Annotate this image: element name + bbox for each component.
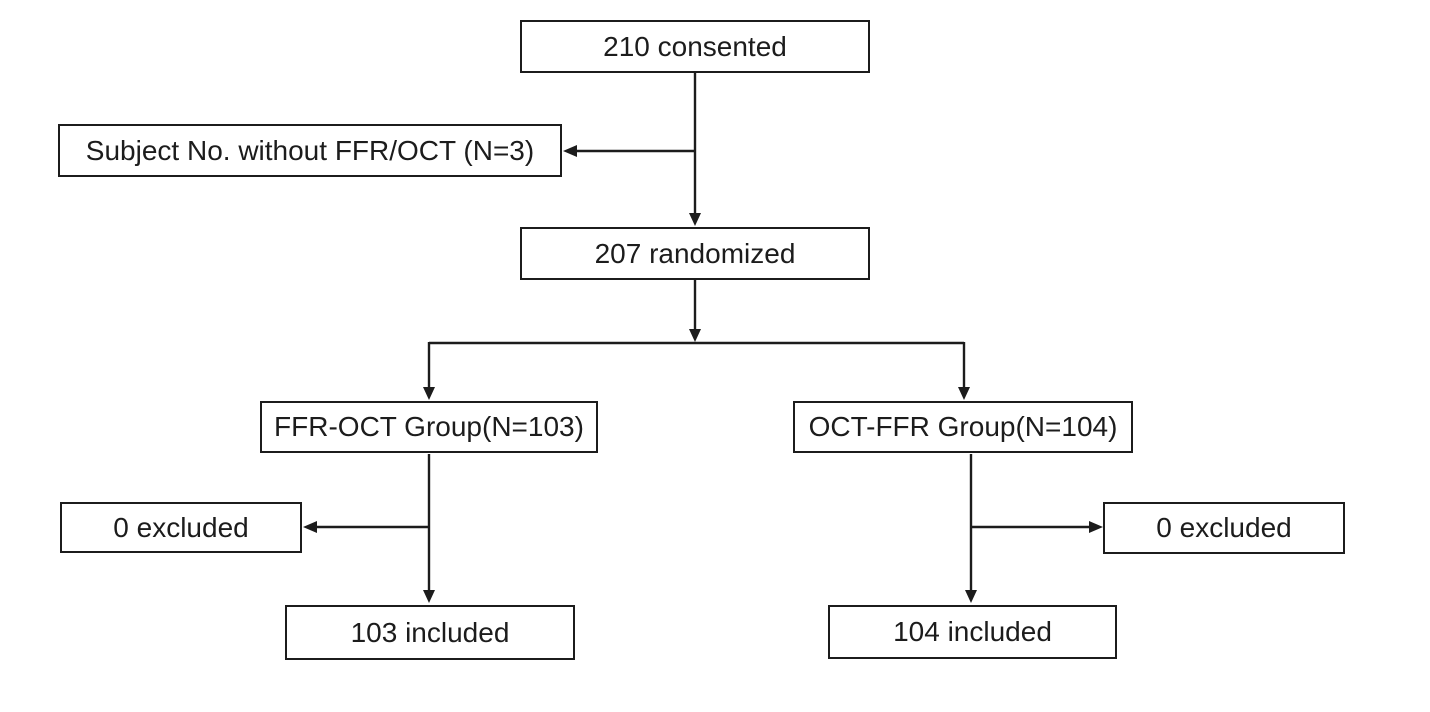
node-excluded-no-ffr-oct: Subject No. without FFR/OCT (N=3) [58, 124, 562, 177]
node-included-ffr-oct: 103 included [285, 605, 575, 660]
arrowhead-into-included-ffr-oct [423, 590, 435, 603]
node-consented: 210 consented [520, 20, 870, 73]
arrowhead-into-excluded-ffr-oct [303, 521, 317, 533]
node-excluded-oct-ffr: 0 excluded [1103, 502, 1345, 554]
arrowhead-into-included-oct-ffr [965, 590, 977, 603]
node-included-oct-ffr: 104 included [828, 605, 1117, 659]
arrowhead-into-branch [689, 329, 701, 342]
node-excluded-ffr-oct: 0 excluded [60, 502, 302, 553]
node-group-ffr-oct: FFR-OCT Group(N=103) [260, 401, 598, 453]
arrowhead-into-no-ffr-oct [563, 145, 577, 157]
arrowhead-into-randomized [689, 213, 701, 226]
arrowhead-into-group-oct-ffr [958, 387, 970, 400]
node-group-oct-ffr: OCT-FFR Group(N=104) [793, 401, 1133, 453]
node-randomized: 207 randomized [520, 227, 870, 280]
arrowhead-into-group-ffr-oct [423, 387, 435, 400]
arrowhead-into-excluded-oct-ffr [1089, 521, 1103, 533]
